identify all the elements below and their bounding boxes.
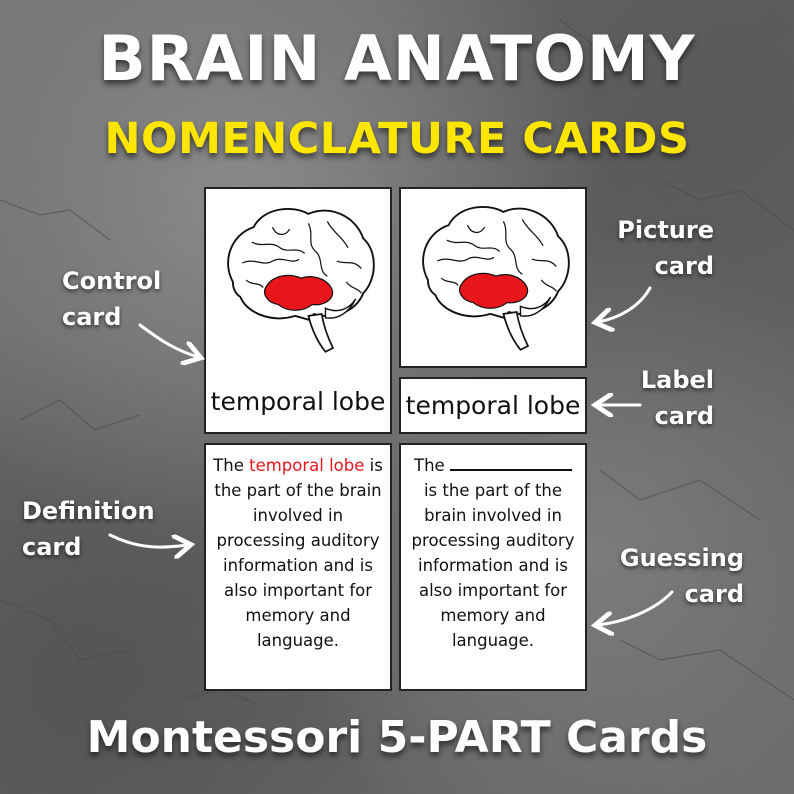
- picture-card: [399, 187, 587, 368]
- control-card-label: temporal lobe: [210, 387, 386, 416]
- page-title: BRAIN ANATOMY: [98, 22, 696, 95]
- label-card: temporal lobe: [399, 377, 587, 434]
- callout-definition: Definition card: [22, 497, 155, 561]
- definition-term-highlight: temporal lobe: [249, 456, 365, 475]
- callout-control: Control card: [62, 267, 162, 331]
- guessing-blank: [449, 453, 572, 471]
- label-card-text: temporal lobe: [405, 391, 581, 420]
- footer-title: Montessori 5-PART Cards: [86, 712, 708, 763]
- guessing-start: The: [414, 456, 445, 475]
- callout-label: Label card: [640, 366, 714, 430]
- brain-illustration-icon: [422, 205, 570, 351]
- guessing-body: is the part of the brain involved in pro…: [411, 481, 575, 650]
- brain-illustration-icon: [227, 207, 375, 353]
- control-card: temporal lobe: [204, 187, 392, 434]
- page-subtitle: NOMENCLATURE CARDS: [104, 114, 690, 164]
- guessing-text: The is the part of the brain involved in…: [407, 453, 579, 653]
- definition-text: The temporal lobe is the part of the bra…: [212, 453, 384, 653]
- guessing-card: The is the part of the brain involved in…: [399, 443, 587, 691]
- definition-card: The temporal lobe is the part of the bra…: [204, 443, 392, 691]
- callout-guessing: Guessing card: [619, 544, 744, 608]
- definition-start: The: [213, 456, 244, 475]
- callout-picture: Picture card: [617, 216, 714, 280]
- definition-body: is the part of the brain involved in pro…: [214, 456, 383, 650]
